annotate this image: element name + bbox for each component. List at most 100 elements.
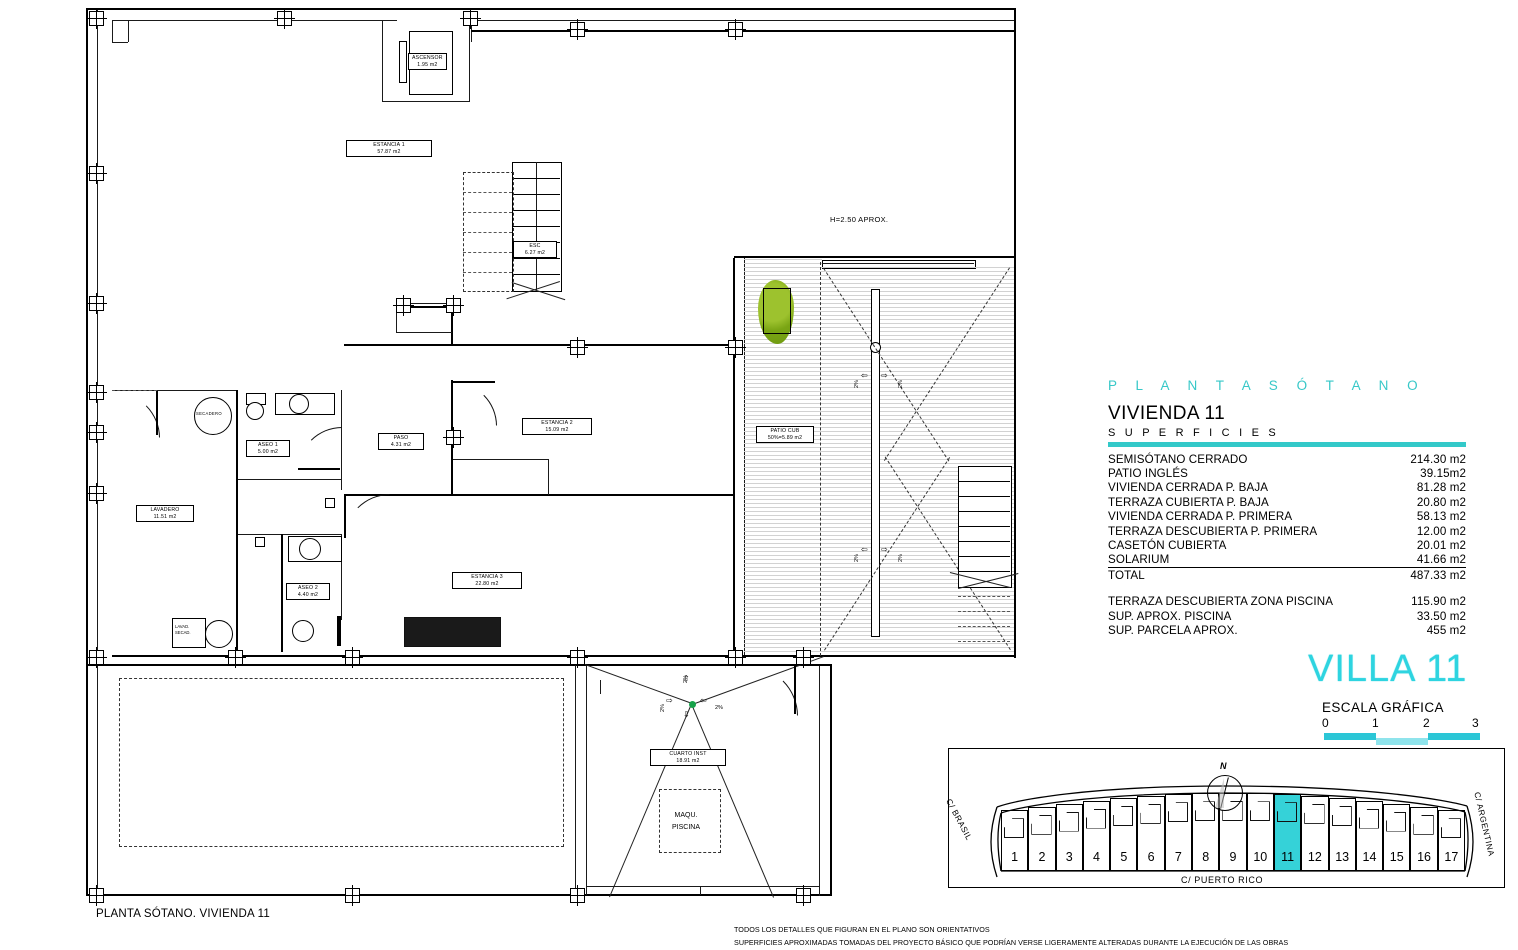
column-marker (86, 483, 107, 504)
site-plot-number: 14 (1362, 850, 1377, 864)
interior-wall-bottom (112, 655, 734, 657)
disclaimer-block: TODOS LOS DETALLES QUE FIGURAN EN EL PLA… (734, 924, 1288, 949)
lavadero-wall-top (112, 390, 237, 391)
column-marker (274, 8, 295, 29)
wall-notch-topleft (112, 20, 113, 42)
exterior-wall-left-inner (97, 8, 98, 896)
villa-title: VILLA 11 (1308, 648, 1468, 690)
column-marker (460, 8, 481, 29)
bottom-center-wall-b (700, 886, 701, 895)
room-label-paso: PASO 4.31 m2 (378, 433, 424, 451)
room-label-aseo-1: ASEO 1 5.00 m2 (246, 440, 290, 458)
surface-value: 455 m2 (1426, 624, 1466, 638)
scale-tick-3: 3 (1472, 716, 1479, 730)
basin-aseo1 (289, 394, 309, 414)
column-marker (225, 647, 246, 668)
surface-label: SEMISÓTANO CERRADO (1108, 452, 1248, 466)
slope-arrow-patio-d: ⇨ (881, 545, 888, 554)
secadero-circle (194, 397, 232, 435)
ext-stair-tread (958, 511, 1010, 512)
exterior-wall-top-inner-2 (470, 20, 1016, 21)
surface-value: 115.90 m2 (1411, 595, 1466, 609)
site-plot-number: 11 (1281, 850, 1295, 864)
stair-tread (512, 210, 560, 211)
sink-circle-lavadero (205, 620, 233, 648)
exterior-wall-left (86, 8, 88, 896)
door-swing-lavadero (114, 392, 160, 438)
slope-arrow-patio-c: ⇦ (861, 545, 868, 554)
pool-terrace-top-wall (86, 664, 746, 666)
label-secadero: SECADERO (196, 411, 222, 416)
column-marker (86, 647, 107, 668)
room-label-cuarto-inst: CUARTO INST 18.91 m2 (650, 749, 726, 767)
stair-tread (512, 274, 560, 275)
surface-value: 39.15m2 (1420, 467, 1466, 481)
stair-tread (512, 226, 560, 227)
stair-projection-tread (463, 272, 512, 273)
site-plot-number: 9 (1229, 850, 1237, 864)
column-marker (86, 422, 107, 443)
pool-terrace-bottom-wall (86, 894, 832, 896)
column-marker (725, 19, 746, 40)
toilet-bowl-aseo2 (292, 620, 314, 642)
aseo2-wall-right (341, 534, 342, 620)
slope-arrow-cuarto-d: ⇩ (683, 710, 690, 719)
elevator-shaft-outline-c (469, 20, 470, 102)
bottom-center-wall (586, 886, 820, 887)
column-marker (86, 382, 107, 403)
slope-label-patio-d: 2% (898, 554, 904, 562)
toilet-bowl-aseo1 (246, 402, 264, 420)
pool-outline (119, 678, 564, 847)
site-plot-number: 12 (1307, 850, 1322, 864)
disclaimer-line-2: SUPERFICIES APROXIMADAS TOMADAS DEL PROY… (734, 937, 1289, 947)
door-swing-estancia2 (453, 382, 497, 426)
disclaimer-line-1: TODOS LOS DETALLES QUE FIGURAN EN EL PLA… (734, 925, 990, 934)
interior-wall-middle-h (344, 344, 734, 346)
bottom-right-block-top (586, 664, 832, 666)
scale-tick-2: 2 (1423, 716, 1430, 730)
exterior-wall-top-inner (112, 20, 397, 21)
surface-label: PATIO INGLÉS (1108, 467, 1189, 481)
slope-arrow-cuarto-b: ⇦ (700, 696, 707, 705)
hall-wall-bottom (238, 534, 342, 535)
street-label-puerto-rico: C/ PUERTO RICO (1181, 875, 1264, 885)
door-leaf-aseo1 (298, 468, 340, 470)
plan-caption: PLANTA SÓTANO. VIVIENDA 11 (96, 908, 270, 920)
surface-value: 81.28 m2 (1416, 481, 1466, 495)
topright-room-bottom (734, 256, 1016, 258)
column-marker (725, 647, 746, 668)
scale-segment-0-1 (1324, 733, 1376, 740)
surface-value: 41.66 m2 (1361, 552, 1466, 568)
column-marker (393, 295, 414, 316)
estancia2-stub-h (453, 459, 549, 460)
room-label-aseo-2: ASEO 2 4.40 m2 (286, 583, 330, 601)
ext-stair-proj (958, 596, 1010, 597)
column-marker (567, 885, 588, 906)
slope-arrow-patio-a: ⇦ (861, 371, 868, 380)
graphic-scale-bar: 0 1 2 3 (1322, 716, 1480, 746)
room-label-lavadero: LAVADERO 11.51 m2 (136, 505, 194, 523)
column-marker (86, 293, 107, 314)
door-leaf-lavadero (156, 391, 158, 435)
scale-label: ESCALA GRÁFICA (1322, 700, 1444, 715)
room-label-patio-cub: PATIO CUB 50%=5.89 m2 (756, 426, 814, 444)
exterior-wall-top (86, 8, 1016, 10)
door-leaf-terrace (794, 666, 796, 714)
ext-stair-tread (958, 571, 1010, 572)
stair-projection-tread (463, 192, 512, 193)
surface-row: PATIO INGLÉS 39.15m2 (1108, 466, 1466, 480)
bottom-right-block-inner (819, 664, 820, 896)
site-plot-number: 15 (1389, 850, 1404, 864)
surface-value: 33.50 m2 (1416, 609, 1466, 623)
surface-label: VIVIENDA CERRADA P. PRIMERA (1108, 510, 1293, 524)
lavadero-door-opening (112, 390, 157, 391)
surface-label: SOLARIUM (1108, 552, 1361, 568)
column-marker (793, 885, 814, 906)
elevator-door (399, 41, 407, 83)
